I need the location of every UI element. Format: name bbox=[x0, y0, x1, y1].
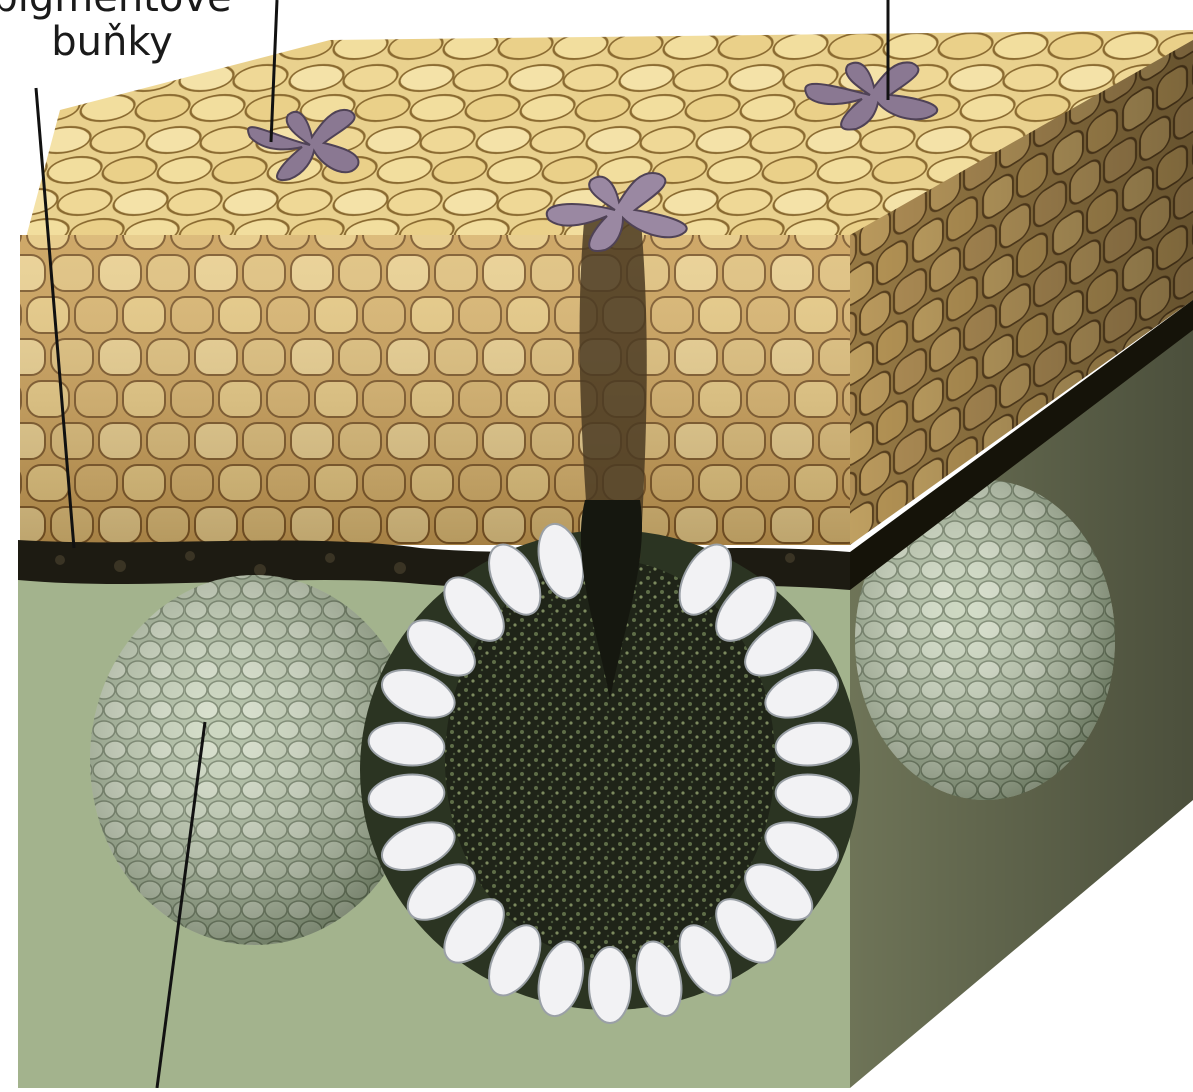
label-pigment-line2: buňky bbox=[0, 20, 262, 64]
label-pigment-line1: pigmentové bbox=[0, 0, 262, 20]
label-pigment-cells: pigmentové buňky bbox=[0, 0, 262, 64]
gland-ring-cell bbox=[589, 947, 631, 1023]
